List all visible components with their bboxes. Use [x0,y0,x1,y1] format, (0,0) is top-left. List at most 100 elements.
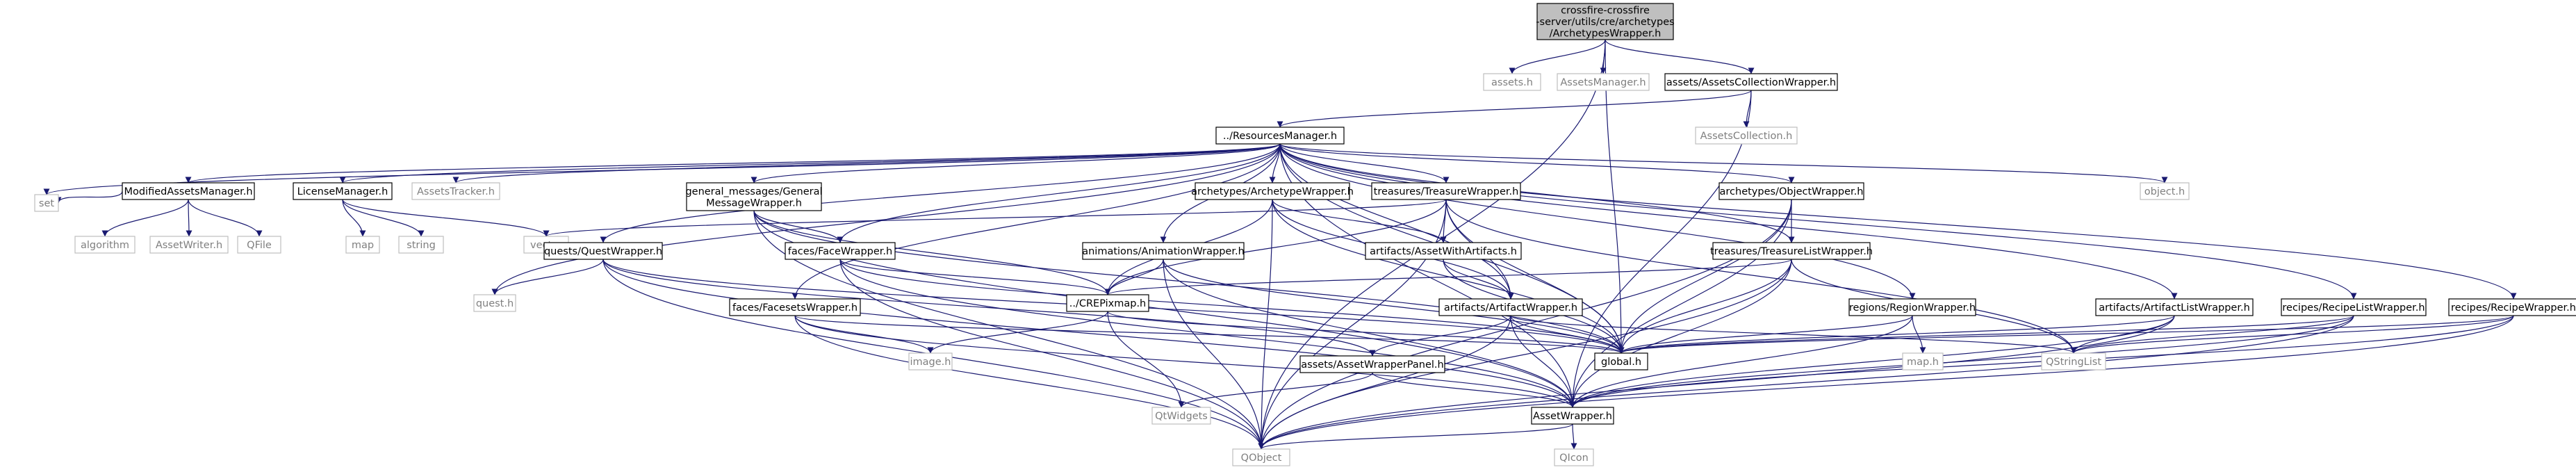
edge-treasurewrapper-to-crepixmap [1104,199,1447,295]
node-set: set [34,194,59,212]
node-assetwriter_h: AssetWriter.h [149,236,229,254]
node-label-modifiedassetsmanager: ModifiedAssetsManager.h [124,186,252,197]
node-qobject: QObject [1232,448,1290,466]
edge-recipelistwrapper-to-assetwrapper [1569,315,2354,408]
node-label-quest_h: quest.h [476,298,514,309]
edge-root-to-assetscollectionwrapper [1605,39,1755,74]
edge-regionwrapper-to-global_h [1618,315,1913,354]
edge-resourcesmanager-to-regionwrapper [1279,143,1916,300]
node-image_h: image.h [908,352,953,371]
node-assetwithartifacts[interactable]: artifacts/AssetWithArtifacts.h [1365,242,1522,260]
node-global_h[interactable]: global.h [1594,352,1648,371]
node-box-qstringlist [2041,352,2106,371]
edge-facesetswrapper-to-image_h [794,315,934,354]
node-box-assetwrapper [1531,407,1614,425]
node-label-qtwidgets: QtWidgets [1155,411,1208,422]
node-assetscollection_h: AssetsCollection.h [1695,127,1798,145]
node-box-image_h [908,352,953,371]
node-resourcesmanager[interactable]: ../ResourcesManager.h [1215,127,1345,145]
edge-crepixmap-to-global_h [1107,311,1625,354]
node-box-artifactlistwrapper [2095,298,2254,316]
edge-resourcesmanager-to-treasurelistwrapper [1279,143,1795,243]
node-artifactlistwrapper[interactable]: artifacts/ArtifactListWrapper.h [2095,298,2254,316]
edge-resourcesmanager-to-artifactlistwrapper [1279,143,2178,300]
node-assetstracker_h: AssetsTracker.h [411,182,500,200]
edge-licensemanager-to-vector [342,199,550,237]
edge-treasurelistwrapper-to-assetwrapper [1569,259,1792,408]
node-label-recipewrapper: recipes/RecipeWrapper.h [2451,302,2576,314]
edge-objectwrapper-to-assetwrapper [1569,199,1792,408]
node-map_h: map.h [1902,352,1944,371]
node-label-global_h: global.h [1601,357,1641,368]
edge-treasurelistwrapper-to-crepixmap [1104,259,1792,295]
edge-regionwrapper-to-assetwrapper [1569,315,1913,408]
node-regionwrapper[interactable]: regions/RegionWrapper.h [1848,298,1976,316]
node-crepixmap[interactable]: ../CREPixmap.h [1066,294,1149,312]
edge-artifactwrapper-to-assetwrapper [1510,315,1576,408]
edge-facewrapper-to-assetwrapper [839,259,1576,408]
node-map: map [345,236,380,254]
node-string: string [398,236,444,254]
edge-archetypewrapper-to-assetwithartifacts [1272,199,1447,243]
node-recipelistwrapper[interactable]: recipes/RecipeListWrapper.h [2281,298,2427,316]
node-assetscollectionwrapper[interactable]: assets/AssetsCollectionWrapper.h [1664,73,1838,91]
edge-resourcesmanager-to-questwrapper [600,143,1281,243]
node-licensemanager[interactable]: LicenseManager.h [293,182,393,200]
node-label-generalmessagewrapper: MessageWrapper.h [706,197,802,209]
node-label-recipelistwrapper: recipes/RecipeListWrapper.h [2282,302,2425,314]
edge-recipewrapper-to-qobject [1258,315,2514,450]
edge-treasurewrapper-to-global_h [1445,199,1625,354]
node-modifiedassetsmanager[interactable]: ModifiedAssetsManager.h [122,182,255,200]
node-assets_h: assets.h [1483,73,1541,91]
node-label-treasurewrapper: treasures/TreasureWrapper.h [1374,186,1519,197]
node-animationwrapper[interactable]: animations/AnimationWrapper.h [1082,242,1245,260]
node-facewrapper[interactable]: faces/FaceWrapper.h [785,242,896,260]
edge-resourcesmanager-to-treasurewrapper [1279,143,1450,184]
node-box-root [1536,3,1674,40]
edge-assetwrapper-to-qobject [1258,423,1573,450]
node-label-qicon: QIcon [1559,453,1589,464]
edge-facesetswrapper-to-qobject [794,315,1265,450]
edge-artifactwrapper-to-assetwrapperpanel [1369,315,1511,357]
node-box-set [34,194,59,212]
node-label-treasurelistwrapper: treasures/TreasureListWrapper.h [1710,246,1873,257]
node-label-licensemanager: LicenseManager.h [297,186,388,197]
node-facesetswrapper[interactable]: faces/FacesetsWrapper.h [729,298,861,316]
node-label-map: map [352,240,374,251]
edge-generalmessagewrapper-to-facewrapper [753,210,844,243]
node-label-set: set [39,198,54,209]
node-box-object_h [2140,182,2190,200]
edge-archetypewrapper-to-qobject [1258,199,1273,450]
node-box-generalmessagewrapper [686,182,822,211]
node-label-qobject: QObject [1241,453,1282,464]
node-artifactwrapper[interactable]: artifacts/ArtifactWrapper.h [1438,298,1583,316]
edge-questwrapper-to-assetwrapperpanel [602,259,1376,357]
node-box-recipewrapper [2448,298,2576,316]
node-label-assetscollectionwrapper: assets/AssetsCollectionWrapper.h [1666,77,1836,88]
node-box-treasurewrapper [1371,182,1521,200]
edge-assetwrapperpanel-to-qtwidgets [1178,372,1373,408]
edge-resourcesmanager-to-recipelistwrapper [1279,143,2357,300]
node-recipewrapper[interactable]: recipes/RecipeWrapper.h [2448,298,2576,316]
node-label-facewrapper: faces/FaceWrapper.h [788,246,892,257]
edge-generalmessagewrapper-to-qobject [753,210,1265,450]
node-treasurewrapper[interactable]: treasures/TreasureWrapper.h [1371,182,1521,200]
node-treasurelistwrapper[interactable]: treasures/TreasureListWrapper.h [1710,242,1873,260]
node-box-recipelistwrapper [2281,298,2427,316]
node-box-objectwrapper [1718,182,1864,200]
node-questwrapper[interactable]: quests/QuestWrapper.h [543,242,663,260]
node-box-qobject [1232,448,1290,466]
node-label-assetstracker_h: AssetsTracker.h [417,186,495,197]
node-label-facesetswrapper: faces/FacesetsWrapper.h [732,302,858,314]
node-box-treasurelistwrapper [1712,242,1871,260]
node-objectwrapper[interactable]: archetypes/ObjectWrapper.h [1718,182,1864,200]
node-assetwrapperpanel[interactable]: assets/AssetWrapperPanel.h [1299,355,1445,373]
node-box-questwrapper [543,242,663,260]
node-archetypewrapper[interactable]: archetypes/ArchetypeWrapper.h [1191,182,1354,200]
node-assetwrapper[interactable]: AssetWrapper.h [1531,407,1614,425]
edge-artifactwrapper-to-qstringlist [1510,315,2077,354]
edge-resourcesmanager-to-objectwrapper [1279,143,1795,184]
edge-licensemanager-to-string [342,199,425,237]
